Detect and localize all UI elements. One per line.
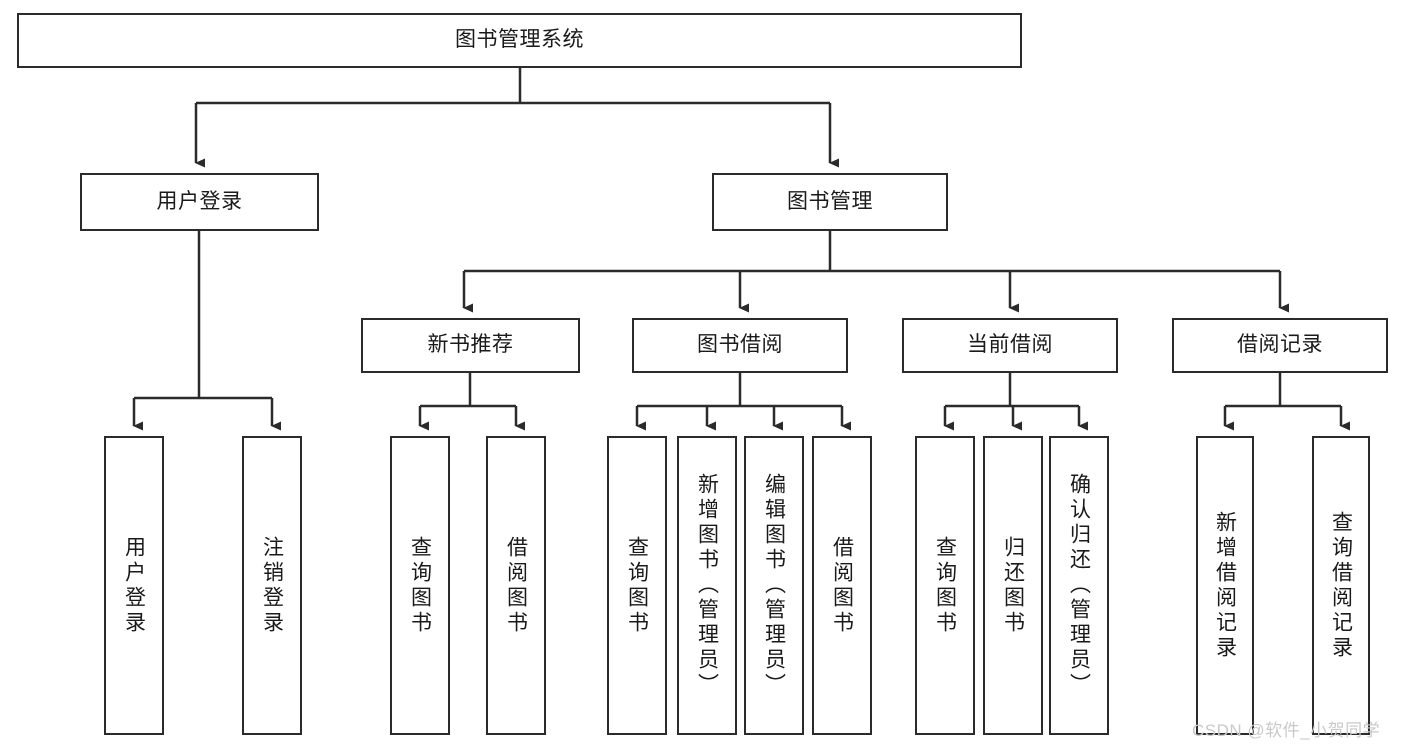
node-leaf-query-books-rec[interactable]: 查询图书 (390, 436, 450, 735)
node-book-borrow[interactable]: 图书借阅 (632, 318, 848, 373)
node-leaf-edit-book-label: 编辑图书（管理员） (762, 473, 786, 698)
node-leaf-borrow-books-rec[interactable]: 借阅图书 (486, 436, 546, 735)
edges-borrowrecords-to-leaves (1223, 373, 1350, 431)
node-leaf-query-books-rec-label: 查询图书 (408, 535, 432, 636)
node-leaf-confirm-return[interactable]: 确认归还（管理员） (1049, 436, 1109, 735)
node-leaf-add-book[interactable]: 新增图书（管理员） (677, 436, 737, 735)
node-book-management-label: 图书管理 (787, 189, 873, 213)
node-leaf-confirm-return-label: 确认归还（管理员） (1067, 473, 1091, 698)
node-user-login-label: 用户登录 (156, 189, 243, 213)
node-leaf-borrow-book[interactable]: 借阅图书 (812, 436, 872, 735)
edges-bookborrow-to-leaves (635, 373, 851, 431)
node-leaf-query-books-current[interactable]: 查询图书 (915, 436, 975, 735)
node-root-label: 图书管理系统 (455, 28, 584, 52)
edges-root-to-level1 (194, 68, 839, 168)
node-leaf-user-login-label: 用户登录 (122, 535, 146, 636)
node-leaf-return-book[interactable]: 归还图书 (983, 436, 1043, 735)
node-leaf-logout[interactable]: 注销登录 (242, 436, 302, 735)
node-leaf-add-borrow-record[interactable]: 新增借阅记录 (1196, 436, 1254, 735)
node-leaf-add-book-label: 新增图书（管理员） (695, 473, 719, 698)
node-leaf-borrow-book-label: 借阅图书 (830, 535, 854, 636)
node-leaf-edit-book[interactable]: 编辑图书（管理员） (744, 436, 804, 735)
edges-currentborrow-to-leaves (943, 373, 1088, 431)
node-current-borrow[interactable]: 当前借阅 (902, 318, 1118, 373)
edges-bookmgmt-to-level2 (462, 231, 1289, 313)
node-root[interactable]: 图书管理系统 (17, 13, 1022, 68)
node-leaf-query-books-current-label: 查询图书 (933, 535, 957, 636)
node-leaf-query-books-borrow-label: 查询图书 (625, 535, 649, 636)
node-leaf-add-borrow-record-label: 新增借阅记录 (1213, 510, 1237, 661)
node-user-login[interactable]: 用户登录 (80, 173, 319, 231)
node-new-book-recommend-label: 新书推荐 (427, 333, 514, 357)
node-leaf-logout-label: 注销登录 (260, 535, 284, 636)
node-leaf-user-login[interactable]: 用户登录 (104, 436, 164, 735)
node-current-borrow-label: 当前借阅 (967, 333, 1053, 357)
node-leaf-borrow-books-rec-label: 借阅图书 (504, 535, 528, 636)
node-borrow-records-label: 借阅记录 (1237, 333, 1323, 357)
node-new-book-recommend[interactable]: 新书推荐 (361, 318, 580, 373)
node-leaf-query-borrow-record[interactable]: 查询借阅记录 (1312, 436, 1370, 735)
csdn-watermark: CSDN @软件_小贺同学 (1192, 721, 1381, 740)
node-book-management[interactable]: 图书管理 (712, 173, 948, 231)
node-book-borrow-label: 图书借阅 (697, 333, 783, 357)
edges-newbook-to-leaves (418, 373, 525, 431)
node-borrow-records[interactable]: 借阅记录 (1172, 318, 1388, 373)
node-leaf-query-borrow-record-label: 查询借阅记录 (1329, 510, 1353, 661)
node-leaf-return-book-label: 归还图书 (1001, 535, 1025, 636)
edges-userlogin-to-leaves (132, 231, 281, 431)
node-leaf-query-books-borrow[interactable]: 查询图书 (607, 436, 667, 735)
